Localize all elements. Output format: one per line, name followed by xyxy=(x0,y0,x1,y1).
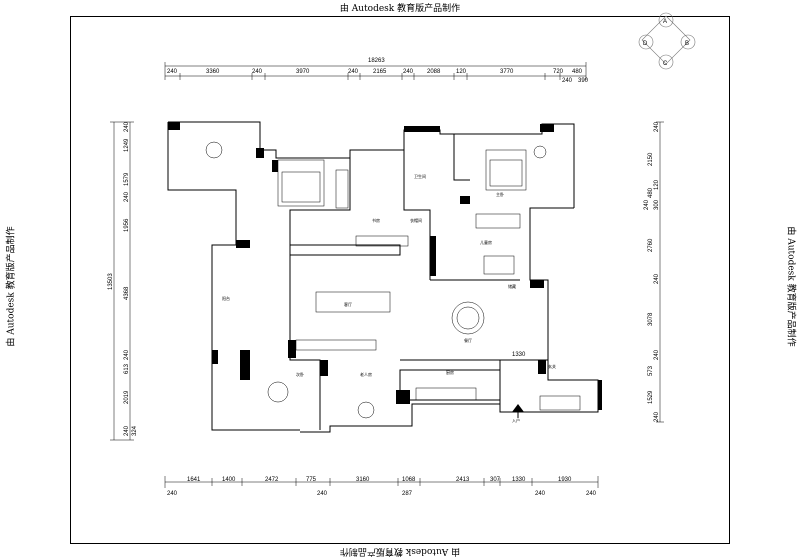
top-dim-3: 240 xyxy=(252,69,263,75)
bottom-dim-5: 3160 xyxy=(356,477,370,483)
top-dim-extra-1: 240 xyxy=(562,78,573,84)
right-dim-7: 240 xyxy=(654,273,660,284)
right-dim-3: 120 xyxy=(654,179,660,190)
bottom-dim-r2-5: 240 xyxy=(586,491,597,497)
bottom-dim-7: 2413 xyxy=(456,477,470,483)
right-dim-9: 240 xyxy=(654,349,660,360)
left-dim-11: 324 xyxy=(132,425,138,436)
top-dim-6: 2165 xyxy=(373,69,387,75)
furniture xyxy=(205,141,581,419)
room-label-8: 阳台 xyxy=(222,295,230,301)
compass-d: D xyxy=(643,41,648,47)
right-dim-extra-2: 1330 xyxy=(512,352,526,358)
bottom-dim-4: 775 xyxy=(306,477,317,483)
bottom-dimension-lines xyxy=(164,476,599,488)
left-dim-1: 240 xyxy=(124,121,130,132)
top-dim-12: 480 xyxy=(572,69,583,75)
top-dim-5: 240 xyxy=(348,69,359,75)
right-dim-2: 2150 xyxy=(648,152,654,166)
bottom-dim-r2-2: 240 xyxy=(317,491,328,497)
room-label-1: 主卧 xyxy=(496,191,504,197)
right-dim-4: 300 xyxy=(654,199,660,210)
room-label-11: 老人房 xyxy=(360,371,372,377)
room-label-6: 厨房 xyxy=(446,369,454,375)
right-dim-12: 240 xyxy=(654,411,660,422)
room-label-14: 玄关 xyxy=(548,363,556,369)
left-dim-6: 4368 xyxy=(124,286,130,300)
watermark-top: 由 Autodesk 教育版产品制作 xyxy=(339,4,461,14)
left-dim-2: 1249 xyxy=(124,138,130,152)
top-dim-11: 720 xyxy=(553,69,564,75)
left-dim-10: 240 xyxy=(124,425,130,436)
room-label-4: 客厅 xyxy=(344,301,352,307)
top-dim-10: 3770 xyxy=(500,69,514,75)
compass-b: B xyxy=(685,41,689,47)
top-dim-7: 240 xyxy=(403,69,414,75)
bottom-dim-1: 1641 xyxy=(187,477,201,483)
room-label-9: 衣帽间 xyxy=(410,217,422,223)
bottom-dim-2: 1400 xyxy=(222,477,236,483)
entrance-arrow-icon xyxy=(512,404,524,418)
bottom-dim-6: 1068 xyxy=(402,477,416,483)
compass-a: A xyxy=(663,19,667,25)
floor-plan-walls xyxy=(167,121,599,433)
left-dim-5: 1956 xyxy=(124,218,130,232)
room-label-3: 书房 xyxy=(372,217,380,223)
structural-columns xyxy=(168,122,602,410)
room-label-5: 餐厅 xyxy=(464,337,472,343)
bottom-dim-3: 2472 xyxy=(265,477,279,483)
bottom-dim-r2-1: 240 xyxy=(167,491,178,497)
left-dimension-lines xyxy=(110,121,134,441)
right-dim-5: 240 xyxy=(644,199,650,210)
right-dim-6: 2760 xyxy=(648,238,654,252)
room-label-13: 储藏 xyxy=(508,283,516,289)
bottom-dim-10: 1930 xyxy=(558,477,572,483)
top-dim-2: 3360 xyxy=(206,69,220,75)
room-label-7: 入户 xyxy=(512,417,520,423)
room-label-10: 儿童房 xyxy=(480,239,492,245)
left-dim-7: 240 xyxy=(124,349,130,360)
top-dimension-lines xyxy=(164,62,587,80)
top-dim-extra-2: 390 xyxy=(578,78,589,84)
bottom-dim-9: 1330 xyxy=(512,477,526,483)
top-dim-1: 240 xyxy=(167,69,178,75)
right-dim-1: 240 xyxy=(654,121,660,132)
compass-c: C xyxy=(663,61,668,67)
left-dim-9: 2019 xyxy=(124,390,130,404)
bottom-dim-8: 307 xyxy=(490,477,501,483)
right-dim-extra-1: 480 xyxy=(648,187,654,198)
left-dim-3: 1579 xyxy=(124,172,130,186)
right-dim-8: 3078 xyxy=(648,312,654,326)
right-dim-10: 573 xyxy=(648,365,654,376)
top-dim-9: 120 xyxy=(456,69,467,75)
top-dim-8: 2088 xyxy=(427,69,441,75)
left-total-dim: 13503 xyxy=(108,273,114,290)
bottom-dim-r2-3: 287 xyxy=(402,491,413,497)
room-label-12: 次卧 xyxy=(296,371,304,377)
right-dim-11: 1529 xyxy=(648,390,654,404)
right-dimension-lines xyxy=(656,121,664,423)
room-label-2: 卫生间 xyxy=(414,173,426,179)
top-total-dim: 18263 xyxy=(368,58,385,64)
drawing-sheet xyxy=(70,16,730,544)
top-dim-4: 3970 xyxy=(296,69,310,75)
left-dim-8: 613 xyxy=(124,363,130,374)
bottom-dim-r2-4: 240 xyxy=(535,491,546,497)
compass-icon xyxy=(638,12,696,70)
left-dim-4: 240 xyxy=(124,191,130,202)
